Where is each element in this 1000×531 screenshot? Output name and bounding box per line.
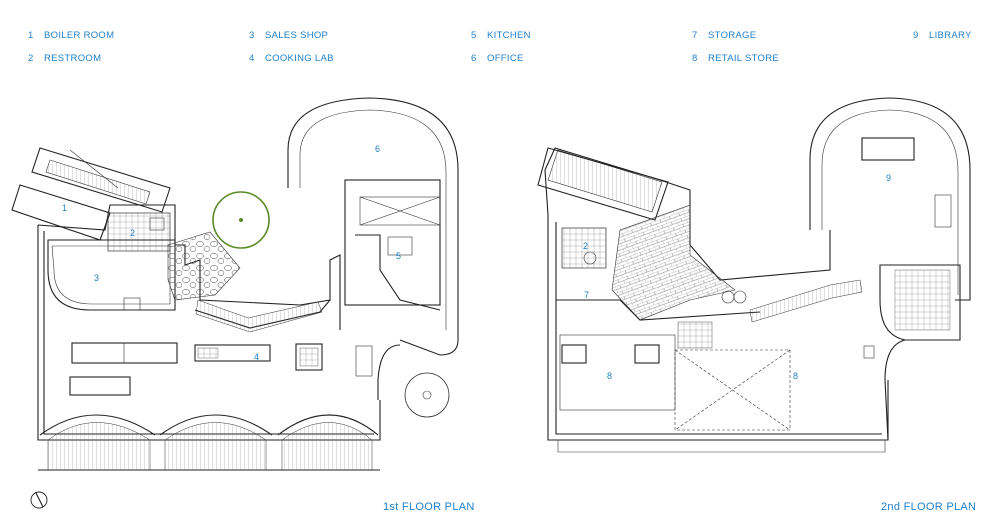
retail-store-left [559,334,676,411]
room-label-8-right: 8 [793,371,798,381]
first-floor-title: 1st FLOOR PLAN [383,501,475,513]
second-restroom-tiles [561,227,607,269]
boiler-door-swing [69,149,119,189]
library-desk [861,137,915,161]
room-label-8-left: 8 [607,371,612,381]
north-arrow-icon [30,491,48,509]
second-floor-stair [547,149,663,213]
room-label-1: 1 [62,203,67,213]
room-label-2: 2 [130,228,135,238]
room-label-4: 4 [254,352,259,362]
room-label-5: 5 [396,251,401,261]
open-void [674,349,791,431]
second-floor-outer-wall [544,147,889,441]
room-label-2-second: 2 [583,241,588,251]
kitchen-wall [344,179,441,306]
dining-table [71,342,178,364]
toilet [149,217,165,231]
office-arch [287,97,459,356]
arched-bays [39,414,379,436]
library-arch [809,97,971,301]
square-table [295,343,323,371]
library-restroom-wall [879,264,961,341]
cooking-island [194,344,271,362]
room-label-3: 3 [94,273,99,283]
stove-counter [69,376,131,396]
bay-slats [47,422,373,471]
gallery-wall [749,279,863,323]
stone-garden [167,231,241,301]
first-floor-plan: 1 2 3 4 5 6 [11,97,459,471]
restroom-tiles [107,212,171,252]
outdoor-tree [404,372,450,418]
first-floor-inner-wall [43,231,374,435]
kitchen-counter [355,234,441,311]
room-label-7: 7 [584,290,589,300]
room-label-6: 6 [375,144,380,154]
boiler-stair [45,159,151,205]
room-label-9: 9 [886,173,891,183]
office-curve [377,344,401,400]
second-floor-plan: 2 7 8 8 9 [537,97,971,453]
courtyard-tree [212,191,270,249]
brick-floor [611,204,736,321]
second-floor-title: 2nd FLOOR PLAN [881,501,977,513]
